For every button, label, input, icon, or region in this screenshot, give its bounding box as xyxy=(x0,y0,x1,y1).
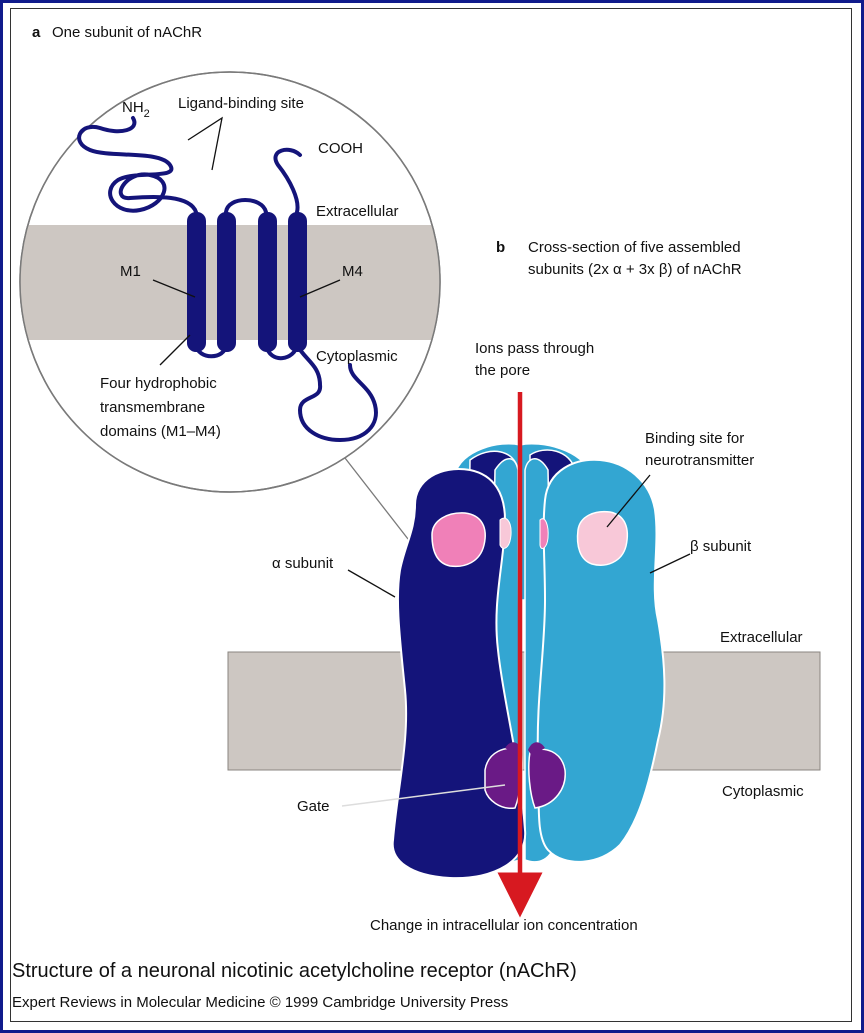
inner-binding-site-left xyxy=(499,517,512,549)
domains-line-2: transmembrane xyxy=(100,399,205,416)
panel-b-title-1: Cross-section of five assembled xyxy=(528,239,741,256)
cooh-label: COOH xyxy=(318,140,363,157)
beta-binding-site xyxy=(576,510,629,566)
figure-credit: Expert Reviews in Molecular Medicine © 1… xyxy=(12,994,509,1011)
extracellular-label-b: Extracellular xyxy=(720,629,803,646)
binding-site-line-2: neurotransmitter xyxy=(645,452,754,469)
cytoplasmic-label-b: Cytoplasmic xyxy=(722,783,804,800)
panel-b: b Cross-section of five assembled subuni… xyxy=(227,239,821,934)
domains-pointer xyxy=(159,334,191,366)
m4-pointer xyxy=(299,279,341,298)
m4-label: M4 xyxy=(342,263,363,280)
panel-a-letter: a xyxy=(32,24,41,41)
change-label: Change in intracellular ion concentratio… xyxy=(370,917,638,934)
ligand-binding-label: Ligand-binding site xyxy=(178,95,304,112)
helix-m1 xyxy=(187,212,206,352)
alpha-subunit-pointer xyxy=(347,569,396,598)
cytoplasmic-label-a: Cytoplasmic xyxy=(316,348,398,365)
membrane-band-b xyxy=(227,651,821,771)
alpha-subunit-label: α subunit xyxy=(272,555,334,572)
binding-site-pointer xyxy=(606,474,651,528)
gate-right xyxy=(528,748,566,809)
beta-subunit xyxy=(536,458,666,863)
polypeptide-chain xyxy=(77,116,378,442)
alpha-binding-site xyxy=(431,512,486,568)
inner-binding-site-right xyxy=(539,518,549,549)
panel-b-letter: b xyxy=(496,239,505,256)
domains-line-3: domains (M1–M4) xyxy=(100,423,221,440)
inner-frame xyxy=(10,8,852,1022)
extracellular-label-a: Extracellular xyxy=(316,203,399,220)
gate-top-right xyxy=(528,742,545,756)
nh2-label: NH2 xyxy=(122,99,150,120)
binding-site-line-1: Binding site for xyxy=(645,430,744,447)
domains-line-1: Four hydrophobic xyxy=(100,375,217,392)
helix-m2 xyxy=(217,212,236,352)
ions-line-2: the pore xyxy=(475,362,530,379)
ligand-pointer xyxy=(187,116,223,171)
ions-line-1: Ions pass through xyxy=(475,340,594,357)
panel-b-title-2: subunits (2x α + 3x β) of nAChR xyxy=(528,261,742,278)
beta-subunit-pointer xyxy=(649,553,691,574)
panel-a-title: One subunit of nAChR xyxy=(52,24,202,41)
gate-pointer xyxy=(341,784,506,807)
m1-pointer xyxy=(152,279,196,298)
m1-label: M1 xyxy=(120,263,141,280)
helix-m3 xyxy=(258,212,277,352)
beta-subunit-label: β subunit xyxy=(690,538,752,555)
panel-a: a One subunit of nAChR NH2 Ligand-bindin… xyxy=(19,24,441,549)
gate-label: Gate xyxy=(297,798,330,815)
gate-left xyxy=(484,747,523,809)
zoom-connector xyxy=(344,457,416,549)
helix-m4 xyxy=(288,212,307,352)
figure-caption: Structure of a neuronal nicotinic acetyl… xyxy=(12,960,577,982)
